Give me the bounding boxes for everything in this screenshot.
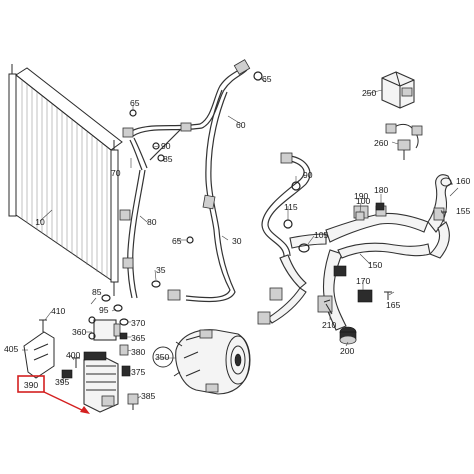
callout-165: 165 bbox=[386, 300, 401, 310]
seal-ring-95[interactable] bbox=[113, 304, 123, 312]
cap-200[interactable] bbox=[339, 326, 357, 345]
callout-85-top: 85 bbox=[163, 154, 173, 164]
bracket-405[interactable] bbox=[23, 331, 55, 379]
part-85-top[interactable] bbox=[157, 154, 165, 162]
callout-35: 35 bbox=[156, 265, 166, 275]
callout-370: 370 bbox=[131, 318, 146, 328]
leader-lines bbox=[22, 77, 459, 399]
bolt-400[interactable] bbox=[72, 357, 80, 368]
sensor-380[interactable] bbox=[119, 344, 129, 356]
callout-90-right: 90 bbox=[303, 170, 313, 180]
part-370[interactable] bbox=[119, 318, 129, 326]
callout-65-right: 65 bbox=[262, 74, 272, 84]
callout-400: 400 bbox=[66, 350, 81, 360]
seal-ring-105[interactable] bbox=[298, 243, 310, 253]
callout-160: 160 bbox=[456, 176, 471, 186]
callout-60: 60 bbox=[236, 120, 246, 130]
bolt-165[interactable] bbox=[384, 291, 392, 300]
hose-160[interactable] bbox=[427, 174, 453, 259]
callout-170: 170 bbox=[356, 276, 371, 286]
callout-115: 115 bbox=[284, 202, 298, 212]
callout-30: 30 bbox=[232, 236, 242, 246]
callout-90-top: 90 bbox=[161, 141, 171, 151]
callout-150: 150 bbox=[368, 260, 383, 270]
callout-65-bottom: 65 bbox=[172, 236, 182, 246]
callout-80: 80 bbox=[147, 217, 157, 227]
pipe-30[interactable] bbox=[167, 89, 236, 303]
part-365[interactable] bbox=[119, 332, 128, 340]
cap-170[interactable] bbox=[357, 289, 373, 303]
callout-65-top: 65 bbox=[130, 98, 140, 108]
callout-100: 100 bbox=[356, 196, 371, 206]
callout-85-bottom: 85 bbox=[92, 287, 102, 297]
sensor-385[interactable] bbox=[127, 393, 139, 410]
callout-385: 385 bbox=[141, 391, 156, 401]
expansion-valve-360[interactable] bbox=[88, 316, 121, 341]
condenser[interactable] bbox=[8, 64, 123, 296]
callout-95: 95 bbox=[99, 305, 109, 315]
callout-250: 250 bbox=[362, 88, 377, 98]
callout-365: 365 bbox=[131, 333, 146, 343]
hose-assembly-100[interactable] bbox=[289, 205, 431, 331]
pipe-60[interactable] bbox=[122, 59, 251, 138]
pressure-sensor-190[interactable] bbox=[355, 211, 365, 221]
callout-200: 200 bbox=[340, 346, 355, 356]
sensor-harness-260[interactable] bbox=[385, 123, 423, 160]
callout-390: 390 bbox=[24, 380, 39, 390]
callout-labels: 10 30 35 60 65 65 65 70 80 85 85 90 90 9… bbox=[4, 74, 471, 401]
bolt-410[interactable] bbox=[39, 319, 47, 332]
seal-ring-85[interactable] bbox=[101, 294, 111, 302]
part-90-top[interactable] bbox=[152, 142, 160, 150]
sensor-module-250[interactable] bbox=[381, 71, 415, 109]
callout-405: 405 bbox=[4, 344, 19, 354]
suction-hose-150[interactable] bbox=[257, 152, 311, 325]
callout-155: 155 bbox=[456, 206, 471, 216]
callout-380: 380 bbox=[131, 347, 146, 357]
callout-180: 180 bbox=[374, 185, 389, 195]
highlight-390 bbox=[17, 375, 90, 414]
callout-10: 10 bbox=[35, 217, 45, 227]
pipe-70[interactable] bbox=[129, 129, 181, 171]
seal-ring-115[interactable] bbox=[283, 219, 293, 229]
callout-360: 360 bbox=[72, 327, 87, 337]
seal-ring-35[interactable] bbox=[151, 280, 161, 288]
part-395[interactable] bbox=[61, 369, 73, 379]
pipe-80[interactable] bbox=[119, 169, 146, 299]
callout-375: 375 bbox=[131, 367, 146, 377]
callout-395: 395 bbox=[55, 377, 70, 387]
valve-180[interactable] bbox=[375, 202, 385, 211]
compressor-350[interactable] bbox=[173, 329, 251, 395]
callout-210: 210 bbox=[322, 320, 337, 330]
callout-105: 105 bbox=[314, 230, 329, 240]
seal-ring-65-top[interactable] bbox=[253, 71, 263, 81]
callout-190: 190 bbox=[354, 191, 369, 201]
badge-350 bbox=[152, 346, 174, 368]
callout-70: 70 bbox=[111, 168, 121, 178]
callout-410: 410 bbox=[51, 306, 66, 316]
bracket-210[interactable] bbox=[323, 299, 333, 315]
receiver-drier-390[interactable] bbox=[83, 351, 119, 413]
callout-260: 260 bbox=[374, 138, 389, 148]
seal-ring-65-bottom[interactable] bbox=[186, 236, 194, 244]
callout-350: 350 bbox=[155, 352, 170, 362]
plug-375[interactable] bbox=[121, 365, 131, 377]
